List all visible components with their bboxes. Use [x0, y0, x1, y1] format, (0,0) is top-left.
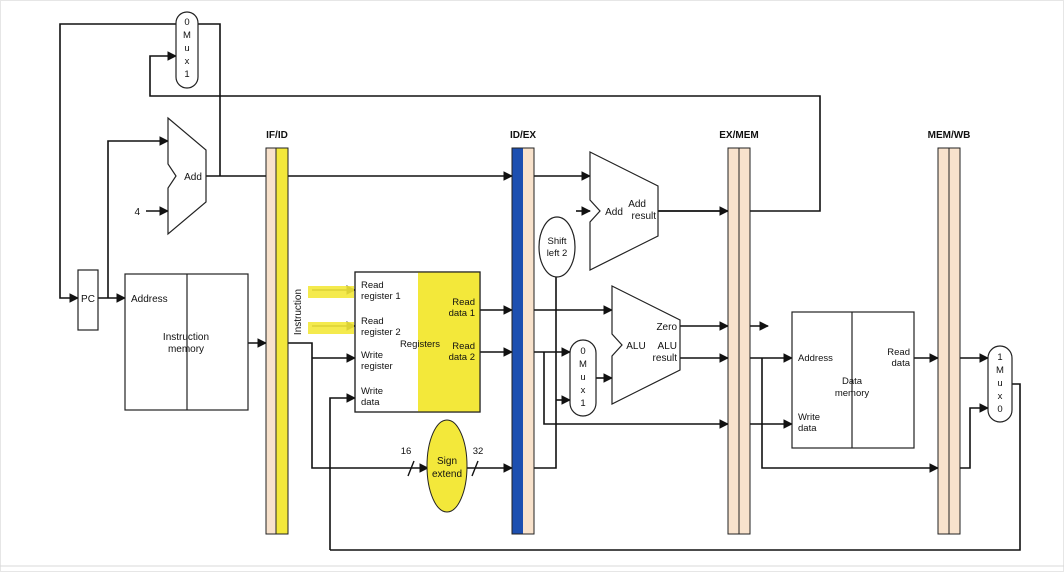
program-counter: PC	[77, 269, 99, 331]
pc-source-mux: 0 M u x 1	[175, 11, 199, 89]
register-input-highlights	[308, 286, 354, 334]
write-data-line1: Write	[361, 386, 383, 397]
memwb-title: MEM/WB	[928, 130, 971, 141]
shift-left-unit: Shift left 2	[538, 216, 576, 278]
alu-zero-label: Zero	[656, 322, 677, 333]
read-data2-line1: Read	[452, 341, 475, 352]
dmem-read-line1: Read	[887, 347, 910, 358]
write-reg-line2: register	[361, 361, 393, 372]
dmem-read-line2: data	[892, 358, 911, 369]
pc-mux-label-0: 0	[184, 17, 189, 28]
pc-mux-label-1: 1	[184, 69, 189, 80]
sign-extend-input-bits: 16	[401, 446, 412, 457]
branch-adder: Add Add result	[589, 151, 659, 271]
wb-mux-label-u: u	[997, 378, 1002, 389]
idex-register	[511, 147, 535, 535]
add-result-line1: Add	[628, 199, 646, 210]
shift-left-line2: left 2	[547, 248, 568, 259]
sign-extend-unit: Sign extend	[407, 419, 479, 513]
read-data1-line2: data 1	[449, 308, 475, 319]
pc-adder-label: Add	[184, 172, 202, 183]
dmem-name-line1: Data	[842, 376, 863, 387]
read-data2-line2: data 2	[449, 352, 475, 363]
instruction-label: Instruction	[293, 289, 304, 335]
branch-adder-label: Add	[605, 207, 623, 218]
alu-mux-label-1: 1	[580, 398, 585, 409]
registers-name: Registers	[400, 339, 440, 350]
write-data-line2: data	[361, 397, 380, 408]
wires	[59, 23, 1021, 551]
pc-mux-label-x: x	[185, 56, 190, 67]
alu-mux-label-m: M	[579, 359, 587, 370]
writeback-mux: 1 M u x 0	[987, 345, 1013, 423]
constant-four: 4	[134, 207, 140, 218]
pc-mux-label-u: u	[184, 43, 189, 54]
wb-mux-label-0: 0	[997, 404, 1002, 415]
imem-name-line2: memory	[168, 344, 204, 355]
read-reg2-line2: register 2	[361, 327, 401, 338]
sign-extend-output-bits: 32	[473, 446, 484, 457]
register-file: Read register 1 Read register 2 Write re…	[354, 271, 481, 413]
wb-mux-label-x: x	[998, 391, 1003, 402]
instruction-memory: Address Instruction memory	[124, 273, 249, 411]
exmem-register	[727, 147, 751, 535]
shift-left-line1: Shift	[547, 236, 566, 247]
read-reg2-line1: Read	[361, 316, 384, 327]
wb-mux-label-1: 1	[997, 352, 1002, 363]
alu-mux-label-0: 0	[580, 346, 585, 357]
read-data1-line1: Read	[452, 297, 475, 308]
alu: ALU Zero ALU result	[611, 285, 681, 405]
alu-label: ALU	[626, 341, 645, 352]
sign-extend-line2: extend	[432, 469, 462, 480]
ifid-title: IF/ID	[266, 130, 288, 141]
alu-source-mux: 0 M u x 1	[569, 339, 597, 417]
sign-extend-line1: Sign	[437, 456, 457, 467]
pc-label: PC	[81, 294, 95, 305]
memwb-register	[937, 147, 961, 535]
alu-mux-label-u: u	[580, 372, 585, 383]
dmem-write-line1: Write	[798, 412, 820, 423]
wb-mux-label-m: M	[996, 365, 1004, 376]
idex-title: ID/EX	[510, 130, 536, 141]
read-reg1-line1: Read	[361, 280, 384, 291]
data-memory: Address Read data Data memory Write data	[791, 311, 915, 449]
imem-address-label: Address	[131, 294, 168, 305]
write-reg-line1: Write	[361, 350, 383, 361]
read-reg1-line2: register 1	[361, 291, 401, 302]
pc-adder: Add	[167, 116, 207, 236]
imem-name-line1: Instruction	[163, 332, 209, 343]
alu-mux-label-x: x	[581, 385, 586, 396]
alu-result-line2: result	[653, 353, 678, 364]
add-result-line2: result	[632, 211, 657, 222]
dmem-name-line2: memory	[835, 388, 870, 399]
dmem-write-line2: data	[798, 423, 817, 434]
dmem-address-label: Address	[798, 353, 833, 364]
exmem-title: EX/MEM	[719, 130, 758, 141]
ifid-register	[265, 147, 289, 535]
pc-mux-label-m: M	[183, 30, 191, 41]
alu-result-line1: ALU	[658, 341, 677, 352]
